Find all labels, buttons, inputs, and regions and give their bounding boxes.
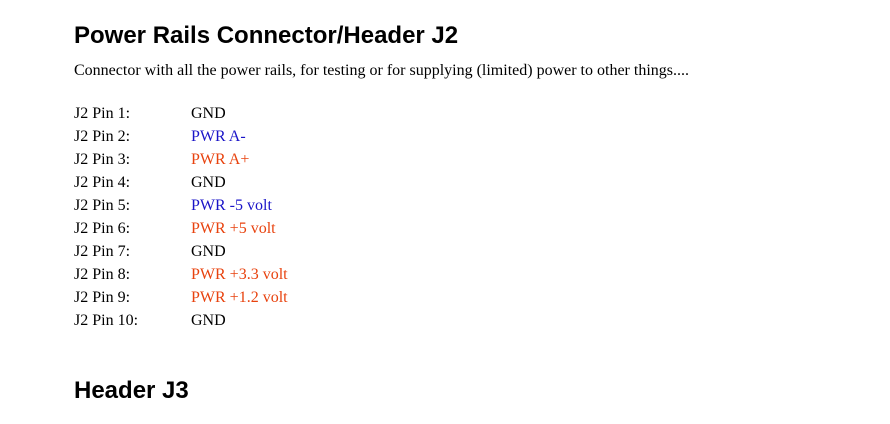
pin-label: J2 Pin 6: [74,220,131,237]
document-page: Power Rails Connector/Header J2 Connecto… [74,22,874,405]
pin-label: J2 Pin 1: [74,105,131,122]
pin-list-j2: J2 Pin 1: GND J2 Pin 2: PWR A- J2 Pin 3:… [74,102,874,332]
section-heading-j2: Power Rails Connector/Header J2 [74,22,459,49]
pin-row: J2 Pin 1: GND [74,102,874,125]
section-heading-j3: Header J3 [74,377,189,404]
section-description-j2: Connector with all the power rails, for … [74,62,689,79]
pin-row: J2 Pin 7: GND [74,240,874,263]
pin-value: GND [191,174,226,191]
pin-value: PWR A+ [191,151,250,168]
pin-label: J2 Pin 4: [74,174,131,191]
pin-label: J2 Pin 7: [74,243,131,260]
pin-value: PWR +3.3 volt [191,266,288,283]
pin-row: J2 Pin 8: PWR +3.3 volt [74,263,874,286]
pin-row: J2 Pin 10: GND [74,309,874,332]
pin-label: J2 Pin 9: [74,289,131,306]
pin-value: PWR -5 volt [191,197,272,214]
pin-value: PWR +5 volt [191,220,276,237]
pin-row: J2 Pin 4: GND [74,171,874,194]
pin-label: J2 Pin 3: [74,151,131,168]
pin-label: J2 Pin 5: [74,197,131,214]
pin-row: J2 Pin 5: PWR -5 volt [74,194,874,217]
pin-label: J2 Pin 2: [74,128,131,145]
pin-value: GND [191,105,226,122]
pin-row: J2 Pin 2: PWR A- [74,125,874,148]
pin-value: PWR +1.2 volt [191,289,288,306]
pin-value: PWR A- [191,128,246,145]
pin-label: J2 Pin 8: [74,266,131,283]
pin-row: J2 Pin 3: PWR A+ [74,148,874,171]
pin-row: J2 Pin 6: PWR +5 volt [74,217,874,240]
pin-label: J2 Pin 10: [74,312,139,329]
pin-row: J2 Pin 9: PWR +1.2 volt [74,286,874,309]
pin-value: GND [191,243,226,260]
pin-value: GND [191,312,226,329]
